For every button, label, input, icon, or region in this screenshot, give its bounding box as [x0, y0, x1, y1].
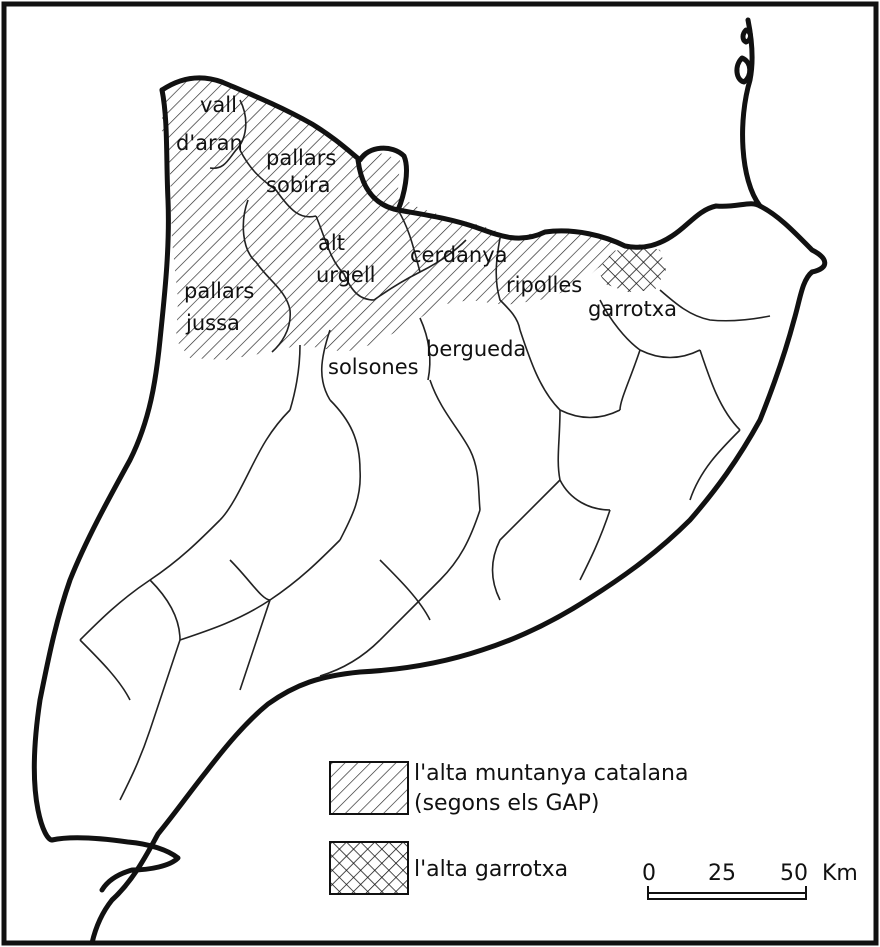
label-vall-daran-1: vall [200, 93, 237, 117]
label-solsones: solsones [328, 355, 419, 379]
scale-unit: Km [822, 861, 858, 886]
ebro-delta [49, 835, 181, 893]
label-bergueda: bergueda [426, 337, 526, 361]
coastline [89, 75, 828, 946]
andorra-border [355, 157, 401, 213]
island [734, 55, 753, 85]
legend-swatch-high-mountain [329, 761, 409, 815]
scale-tick-50: 50 [780, 861, 808, 886]
label-pallars-jussa-2: jussa [185, 311, 240, 335]
islet [740, 27, 753, 45]
scale-tick-25: 25 [708, 861, 736, 886]
label-alt-urgell-2: urgell [316, 263, 376, 287]
scale-bar: 0 25 50 Km [642, 861, 858, 900]
label-vall-daran-2: d'aran [176, 131, 243, 155]
coastline-west [31, 87, 171, 843]
legend: l'alta muntanya catalana (segons els GAP… [329, 761, 688, 895]
label-pallars-jussa-1: pallars [184, 279, 254, 303]
label-ripolles: ripolles [506, 273, 582, 297]
comarca-borders [79, 99, 771, 801]
legend-label-high-mountain-1: l'alta muntanya catalana [414, 761, 688, 786]
label-alt-urgell-1: alt [318, 231, 345, 255]
label-pallars-sobira-1: pallars [266, 146, 336, 170]
legend-swatch-alta-garrotxa [329, 841, 409, 895]
alta-garrotxa-area [598, 244, 666, 292]
cap-de-creus [740, 17, 763, 209]
scale-tick-0: 0 [642, 861, 656, 886]
label-cerdanya: cerdanya [410, 243, 508, 267]
legend-label-high-mountain-2: (segons els GAP) [414, 791, 599, 816]
label-garrotxa: garrotxa [588, 297, 677, 321]
high-mountain-area [162, 74, 618, 360]
label-pallars-sobira-2: sobira [266, 173, 330, 197]
legend-label-alta-garrotxa: l'alta garrotxa [414, 857, 568, 882]
